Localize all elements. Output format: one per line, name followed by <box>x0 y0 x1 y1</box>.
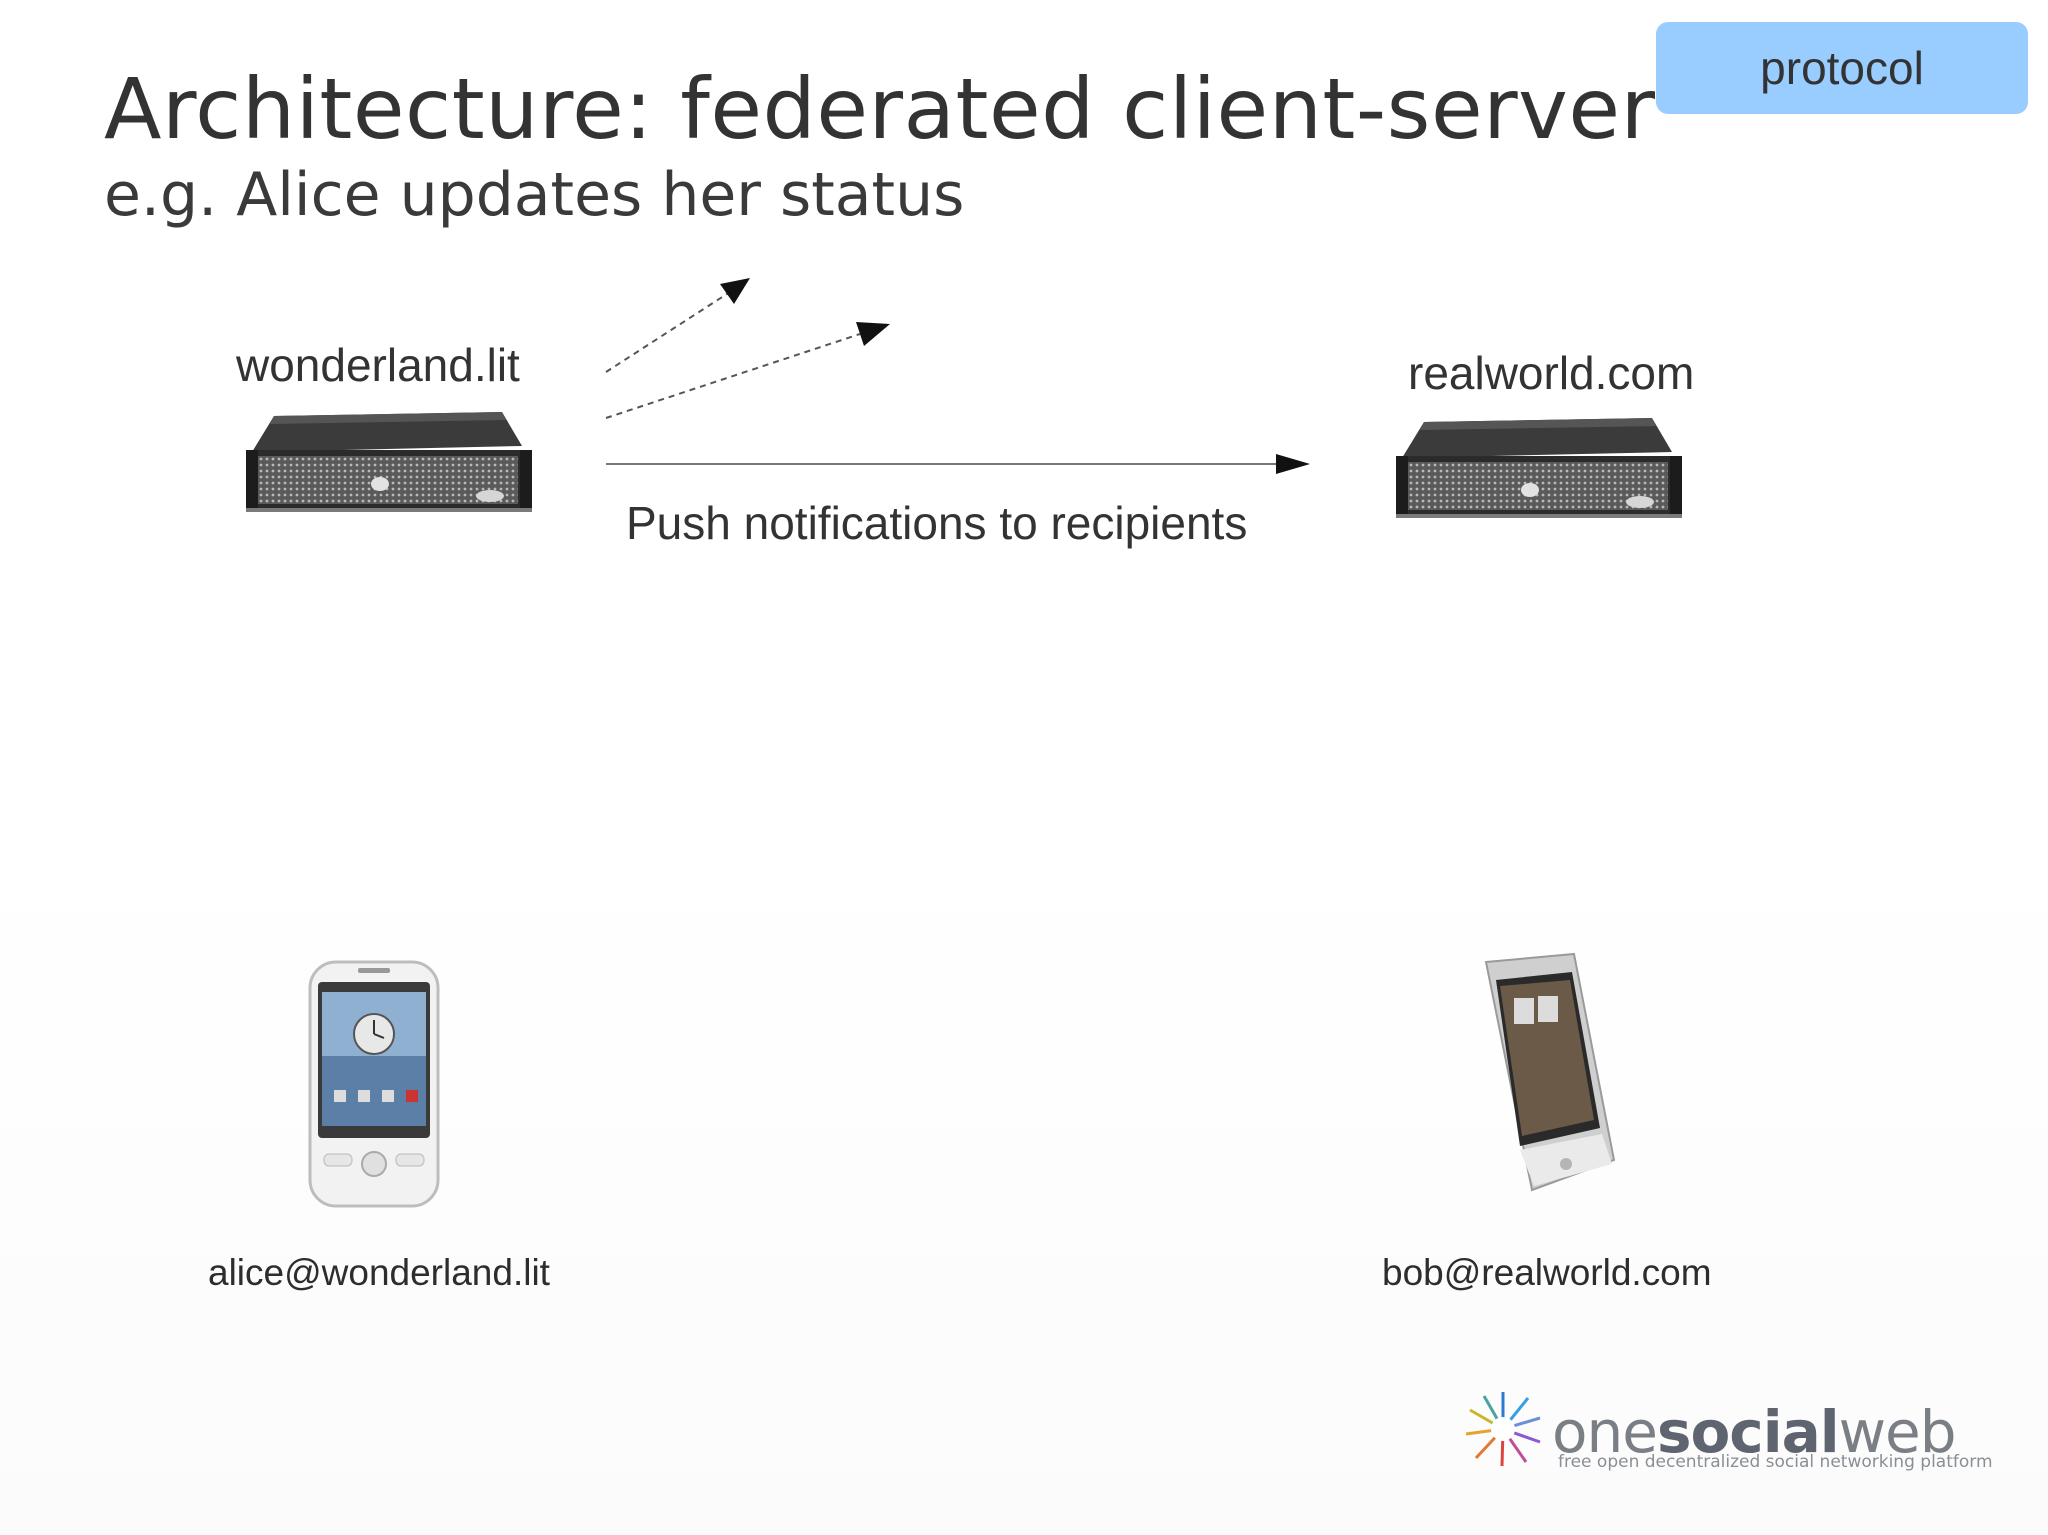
client-label-alice: alice@wonderland.lit <box>208 1252 550 1293</box>
onesocialweb-tagline: free open decentralized social networkin… <box>1558 1452 1993 1472</box>
onesocialweb-logo-icon <box>1465 1392 1541 1467</box>
server-label-wonderland: wonderland.lit <box>236 339 520 391</box>
logo-word-one: one <box>1552 1398 1658 1466</box>
logo-word-web: web <box>1838 1398 1957 1466</box>
smartphone-icon <box>1484 952 1616 1192</box>
slide-subtitle: e.g. Alice updates her status <box>104 160 965 230</box>
push-notifications-label: Push notifications to recipients <box>626 497 1248 549</box>
server-rack-icon <box>1396 418 1682 518</box>
smartphone-icon <box>308 960 440 1208</box>
client-label-bob: bob@realworld.com <box>1382 1252 1712 1293</box>
slide-title: Architecture: federated client-server <box>104 60 1656 158</box>
logo-word-social: social <box>1656 1398 1840 1466</box>
server-label-realworld: realworld.com <box>1408 347 1695 399</box>
onesocialweb-logo-wordmark: onesocialweb <box>1552 1398 1957 1466</box>
dashed-arrow-mid <box>605 322 890 419</box>
push-arrow <box>606 454 1310 474</box>
dashed-arrow-up <box>605 278 750 373</box>
protocol-badge: protocol <box>1656 22 2028 114</box>
server-rack-icon <box>246 412 532 512</box>
